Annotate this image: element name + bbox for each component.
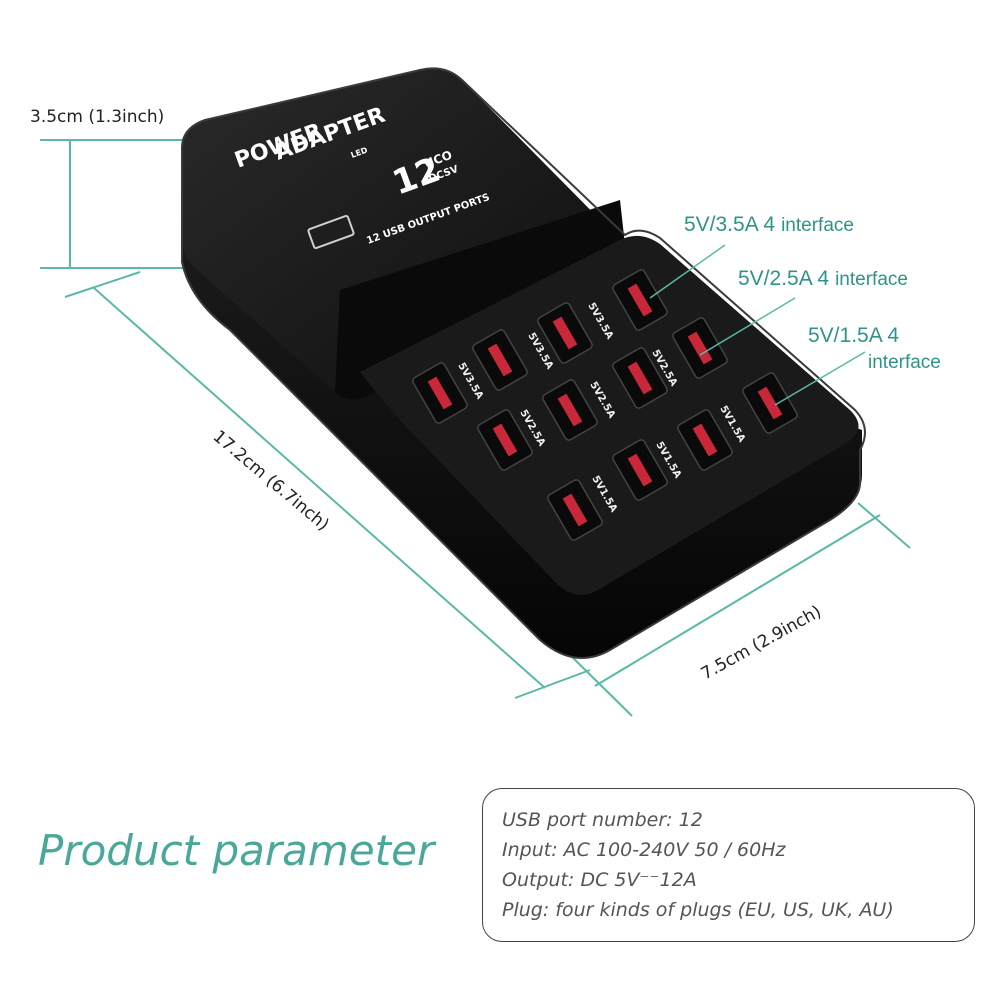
- spec-input: Input: AC 100-240V 50 / 60Hz: [502, 839, 786, 861]
- usb-port: [677, 409, 733, 471]
- length-dimension: 17.2cm (6.7inch): [209, 427, 333, 536]
- annotation-1-5a-value: 5V/1.5A 4: [808, 324, 899, 347]
- usb-port: [612, 439, 668, 501]
- usb-port: [612, 347, 668, 409]
- annotation-pointers: [649, 244, 866, 406]
- usb-port: [547, 479, 603, 541]
- usb-port: [472, 329, 528, 391]
- annotation-1-5a-suffix: interface: [868, 352, 941, 373]
- height-dimension: 3.5cm (1.3inch): [30, 107, 164, 127]
- usb-port: [672, 317, 728, 379]
- usb-port: [412, 362, 468, 424]
- width-dimension: 7.5cm (2.9inch): [698, 602, 825, 685]
- led-indicator: [307, 214, 355, 250]
- usb-port: [542, 379, 598, 441]
- usb-port: [612, 269, 668, 331]
- product-parameter-title: Product parameter: [38, 826, 435, 875]
- usb-port: [477, 409, 533, 471]
- spec-output: Output: DC 5V⁻⁻12A: [502, 869, 697, 891]
- usb-port: [537, 302, 593, 364]
- spec-box: USB port number: 12 Input: AC 100-240V 5…: [482, 788, 975, 942]
- spec-port-count: USB port number: 12: [502, 809, 703, 831]
- power-adapter-device: POWER ADAPTER LED 12 UCO DCSV 12 USB OUT…: [181, 67, 866, 659]
- usb-port: [742, 372, 798, 434]
- dimension-lines: [40, 139, 911, 717]
- spec-plug: Plug: four kinds of plugs (EU, US, UK, A…: [502, 899, 894, 921]
